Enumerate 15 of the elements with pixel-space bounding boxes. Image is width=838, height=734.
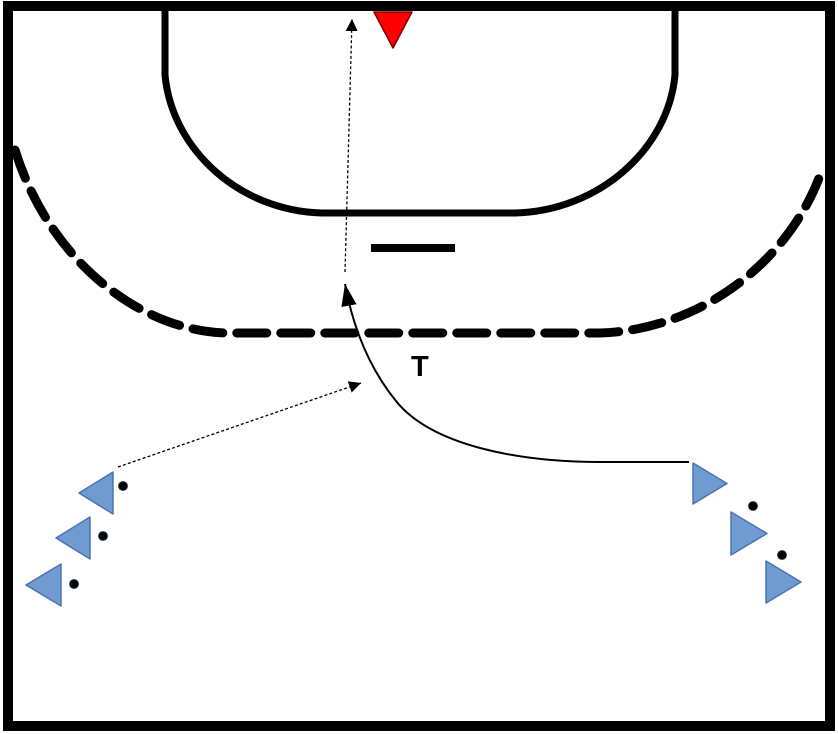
triangle-icon — [25, 563, 62, 607]
dot-icon — [98, 531, 108, 541]
triangle-icon — [765, 560, 802, 604]
triangle-icon — [373, 11, 413, 49]
dot-icon — [777, 550, 787, 560]
triangle-icon — [55, 516, 91, 560]
triangle-icon — [692, 462, 728, 505]
dot-icon — [748, 501, 758, 511]
curved-arrow — [342, 284, 689, 463]
dotted-arrow — [118, 381, 362, 468]
triangle-icon — [78, 471, 114, 515]
letter-label: T — [411, 353, 429, 382]
triangle-icon — [730, 511, 768, 556]
dot-icon — [118, 481, 128, 491]
dot-icon — [69, 579, 79, 589]
